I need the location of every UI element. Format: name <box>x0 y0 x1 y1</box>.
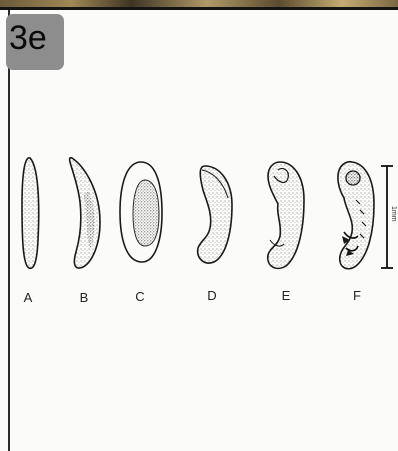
stage-e-drawing <box>268 162 304 268</box>
stage-a-drawing <box>22 158 39 268</box>
stage-label-a: A <box>24 290 33 305</box>
stage-b-drawing <box>70 158 100 268</box>
scale-bar: 1mm <box>381 166 397 268</box>
stage-label-b: B <box>80 290 89 305</box>
stage-label-c: C <box>135 289 144 304</box>
stage-label-e: E <box>282 288 291 303</box>
stage-label-f: F <box>353 288 361 303</box>
stage-c-drawing <box>120 162 162 262</box>
stage-f-drawing <box>338 162 374 269</box>
scale-label: 1mm <box>390 206 397 222</box>
stage-label-d: D <box>207 288 216 303</box>
stage-d-drawing <box>198 166 232 263</box>
